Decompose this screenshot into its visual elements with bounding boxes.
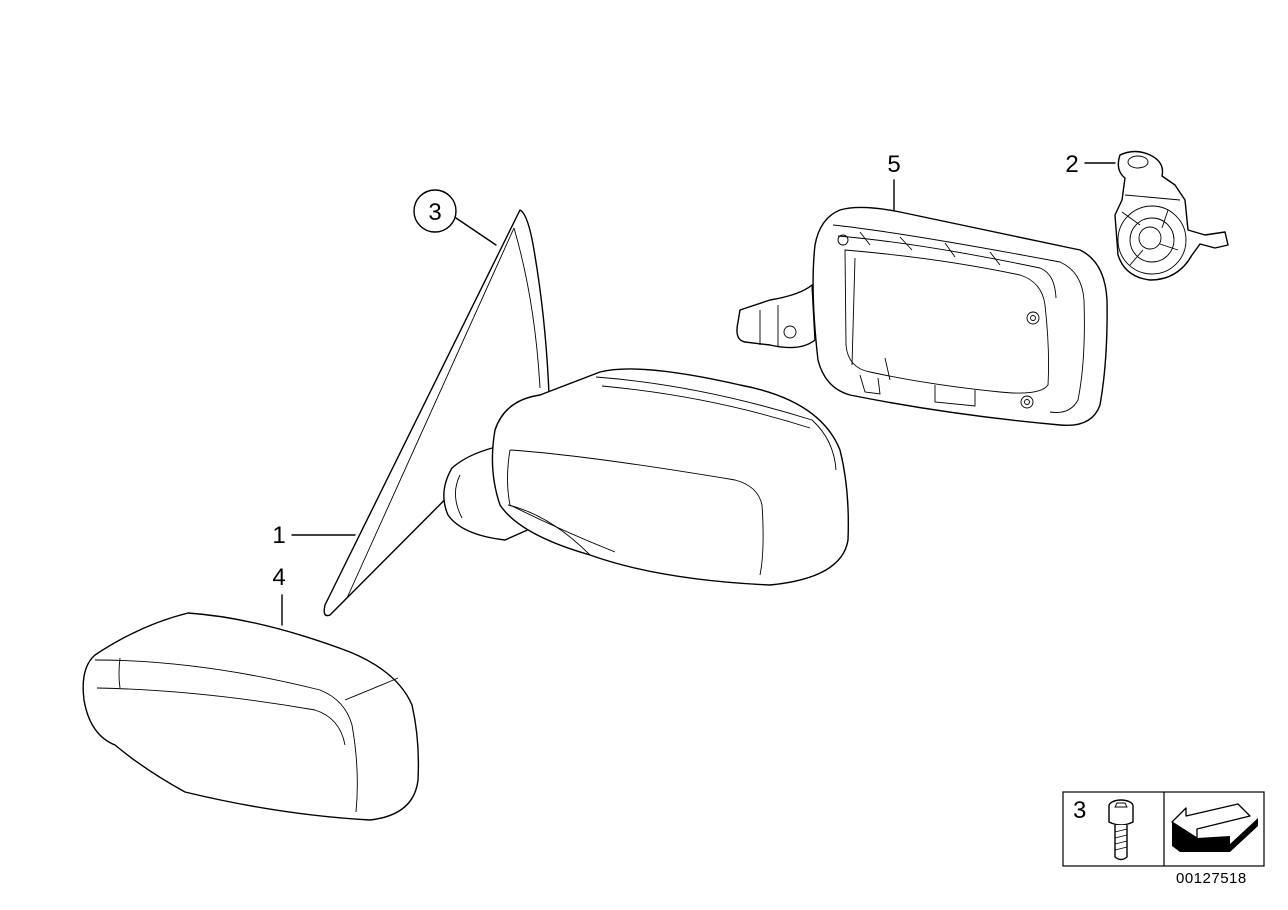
leader-3 (455, 217, 497, 246)
direction-arrow-icon (1171, 803, 1258, 852)
reference-number: 00127518 (1176, 870, 1247, 887)
glass-triangle-icon[interactable] (323, 209, 550, 617)
mirror-bracket-clip-icon[interactable] (1114, 150, 1229, 281)
mirror-cover-cap-icon[interactable] (82, 612, 420, 821)
mirror-frame-carrier-icon[interactable] (736, 206, 1108, 427)
callout-2: 2 (1065, 151, 1078, 178)
callout-3-circle (413, 189, 457, 233)
legend-callout-3: 3 (1073, 797, 1086, 824)
mirror-housing-icon[interactable] (443, 368, 850, 586)
leader-lines (281, 162, 1116, 626)
callout-4: 4 (272, 564, 285, 591)
callout-1: 1 (272, 522, 285, 549)
hex-socket-screw-icon (1108, 799, 1134, 861)
callout-5: 5 (887, 151, 900, 178)
legend-box: 3 (1062, 791, 1265, 867)
callout-3: 3 (428, 199, 441, 226)
